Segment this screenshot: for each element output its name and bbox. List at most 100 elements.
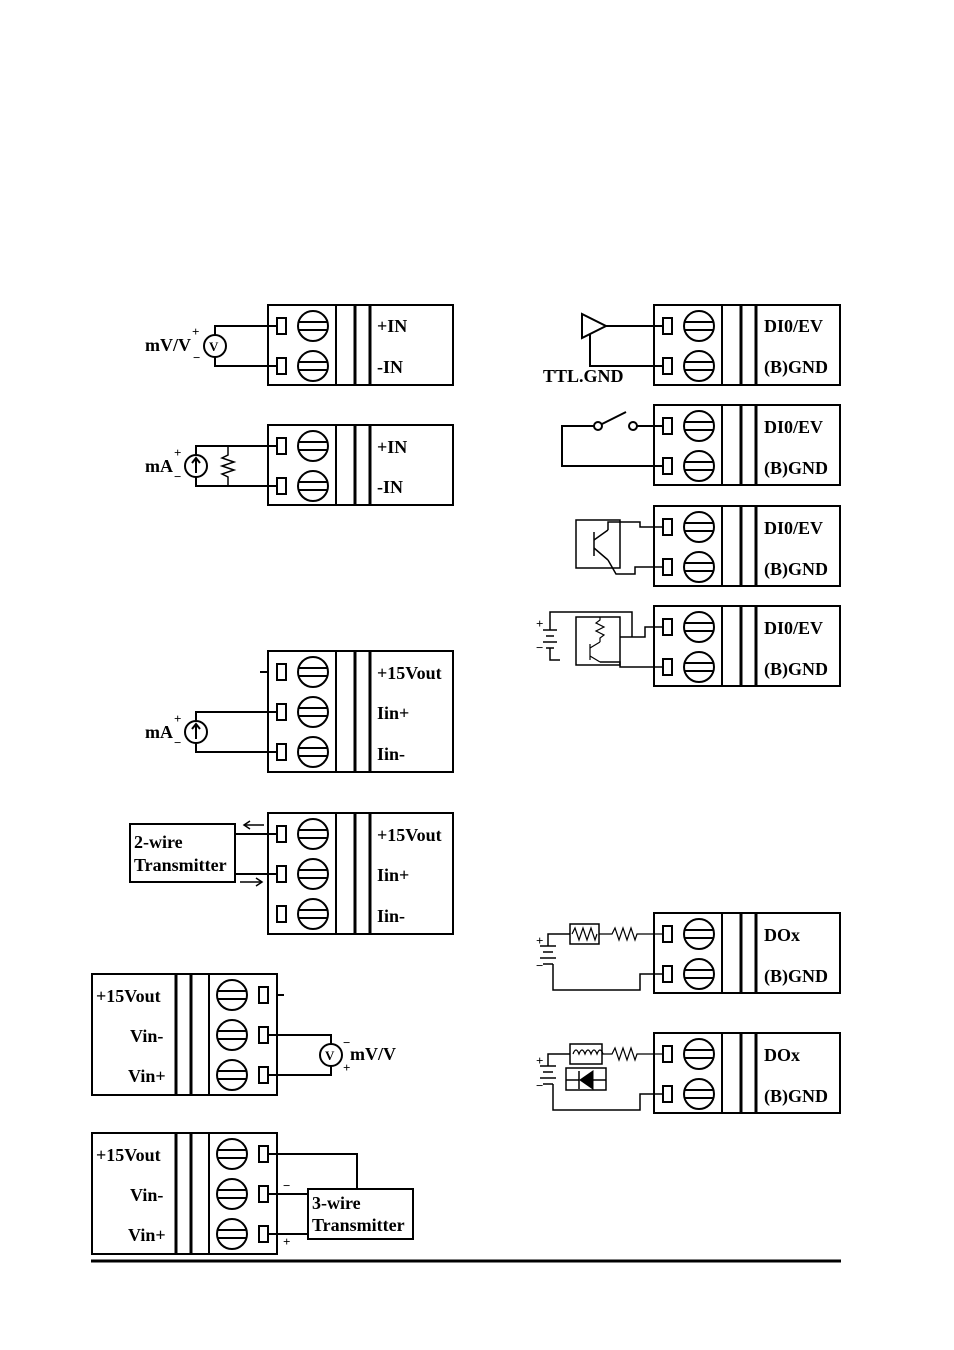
svg-text:+: + (536, 616, 543, 631)
svg-text:+: + (174, 445, 181, 460)
terminal-block-d1: DI0/EV (B)GND (653, 304, 841, 386)
terminal-label: +15Vout (96, 1145, 161, 1165)
screw-icon (683, 958, 715, 990)
terminal-label: Vin+ (128, 1066, 166, 1086)
ttl-buffer-icon (581, 312, 663, 367)
svg-text:+: + (192, 324, 199, 339)
svg-text:V: V (325, 1048, 335, 1063)
svg-text:−: − (193, 350, 200, 365)
battery-icon: + − (536, 611, 633, 661)
two-wire-transmitter: 2-wire Transmitter (129, 820, 277, 887)
ttl-gnd-label: TTL.GND (543, 366, 624, 386)
screw-icon (297, 656, 329, 688)
ma-label: mA (145, 456, 173, 476)
screw-icon (216, 1019, 248, 1051)
terminal-block-a2: +IN -IN (267, 424, 454, 506)
screw-icon (683, 651, 715, 683)
terminal-pin (276, 357, 287, 375)
current-source-icon: + − (174, 711, 277, 753)
terminal-label: -IN (377, 357, 403, 377)
screw-icon (683, 551, 715, 583)
screw-icon (297, 858, 329, 890)
resistor-icon (219, 446, 237, 486)
terminal-block-d2: DI0/EV (B)GND (653, 404, 841, 486)
screw-icon (683, 611, 715, 643)
svg-text:−: − (536, 1078, 543, 1093)
svg-text:−: − (174, 469, 181, 484)
screw-icon (297, 696, 329, 728)
three-wire-transmitter: 3-wire Transmitter − + (268, 1153, 414, 1249)
terminal-block-o2: DOx (B)GND (653, 1032, 841, 1114)
screw-icon (297, 350, 329, 382)
switch-icon (561, 411, 663, 467)
screw-icon (683, 450, 715, 482)
terminal-label: +15Vout (96, 986, 161, 1006)
terminal-label: Vin+ (128, 1225, 166, 1245)
screw-icon (297, 898, 329, 930)
svg-text:+: + (536, 933, 543, 948)
svg-text:+: + (283, 1234, 290, 1249)
screw-icon (216, 1059, 248, 1091)
screw-icon (683, 918, 715, 950)
voltage-source-icon: V − + (268, 1034, 350, 1076)
screw-icon (216, 1178, 248, 1210)
screw-icon (297, 310, 329, 342)
screw-icon (216, 979, 248, 1011)
screw-icon (683, 1078, 715, 1110)
terminal-label: +15Vout (377, 825, 442, 845)
terminal-label: Iin+ (377, 865, 409, 885)
terminal-block-a3: +15Vout Iin+ Iin- (267, 650, 454, 773)
terminal-label: Vin- (130, 1026, 163, 1046)
terminal-label: Iin- (377, 744, 405, 764)
svg-text:−: − (283, 1178, 290, 1193)
screw-icon (297, 470, 329, 502)
battery-icon: + − (536, 933, 663, 991)
resistor-icon (569, 923, 663, 945)
terminal-pin (276, 317, 287, 335)
svg-text:Transmitter: Transmitter (134, 855, 227, 875)
screw-icon (683, 350, 715, 382)
relay-coil-icon (569, 1043, 663, 1065)
terminal-label: DI0/EV (764, 518, 823, 538)
battery-icon: + − (536, 1053, 663, 1111)
diode-icon (565, 1067, 607, 1091)
screw-icon (683, 511, 715, 543)
screw-icon (683, 410, 715, 442)
terminal-label: (B)GND (764, 357, 828, 378)
svg-text:+: + (174, 711, 181, 726)
terminal-block-d3: DI0/EV (B)GND (653, 505, 841, 587)
mvv-label: mV/V (350, 1044, 396, 1064)
terminal-label: +15Vout (377, 663, 442, 683)
transistor-icon (575, 519, 663, 575)
svg-text:V: V (209, 339, 219, 354)
screw-icon (297, 818, 329, 850)
svg-text:−: − (343, 1035, 350, 1050)
terminal-block-a1: +IN -IN (267, 304, 454, 386)
terminal-label: DOx (764, 1045, 800, 1065)
screw-icon (683, 310, 715, 342)
terminal-label: (B)GND (764, 659, 828, 680)
screw-icon (216, 1218, 248, 1250)
terminal-label: (B)GND (764, 458, 828, 479)
screw-icon (683, 1038, 715, 1070)
terminal-label: +IN (377, 437, 407, 457)
svg-text:−: − (536, 958, 543, 973)
terminal-label: +IN (377, 316, 407, 336)
svg-text:−: − (174, 735, 181, 750)
terminal-block-a5: +15Vout Vin- Vin+ (91, 973, 278, 1096)
voltage-source-icon: V + − (192, 324, 277, 367)
ma-label: mA (145, 722, 173, 742)
screw-icon (297, 430, 329, 462)
screw-icon (216, 1138, 248, 1170)
svg-text:Transmitter: Transmitter (312, 1215, 405, 1235)
terminal-block-o1: DOx (B)GND (653, 912, 841, 994)
terminal-label: Iin+ (377, 703, 409, 723)
terminal-block-a4: +15Vout Iin+ Iin- (267, 812, 454, 935)
terminal-block-a6: +15Vout Vin- Vin+ (91, 1132, 278, 1255)
terminal-label: DI0/EV (764, 316, 823, 336)
terminal-label: (B)GND (764, 1086, 828, 1107)
current-source-icon: + − (174, 445, 277, 487)
optocoupler-icon (575, 616, 663, 668)
terminal-label: (B)GND (764, 559, 828, 580)
